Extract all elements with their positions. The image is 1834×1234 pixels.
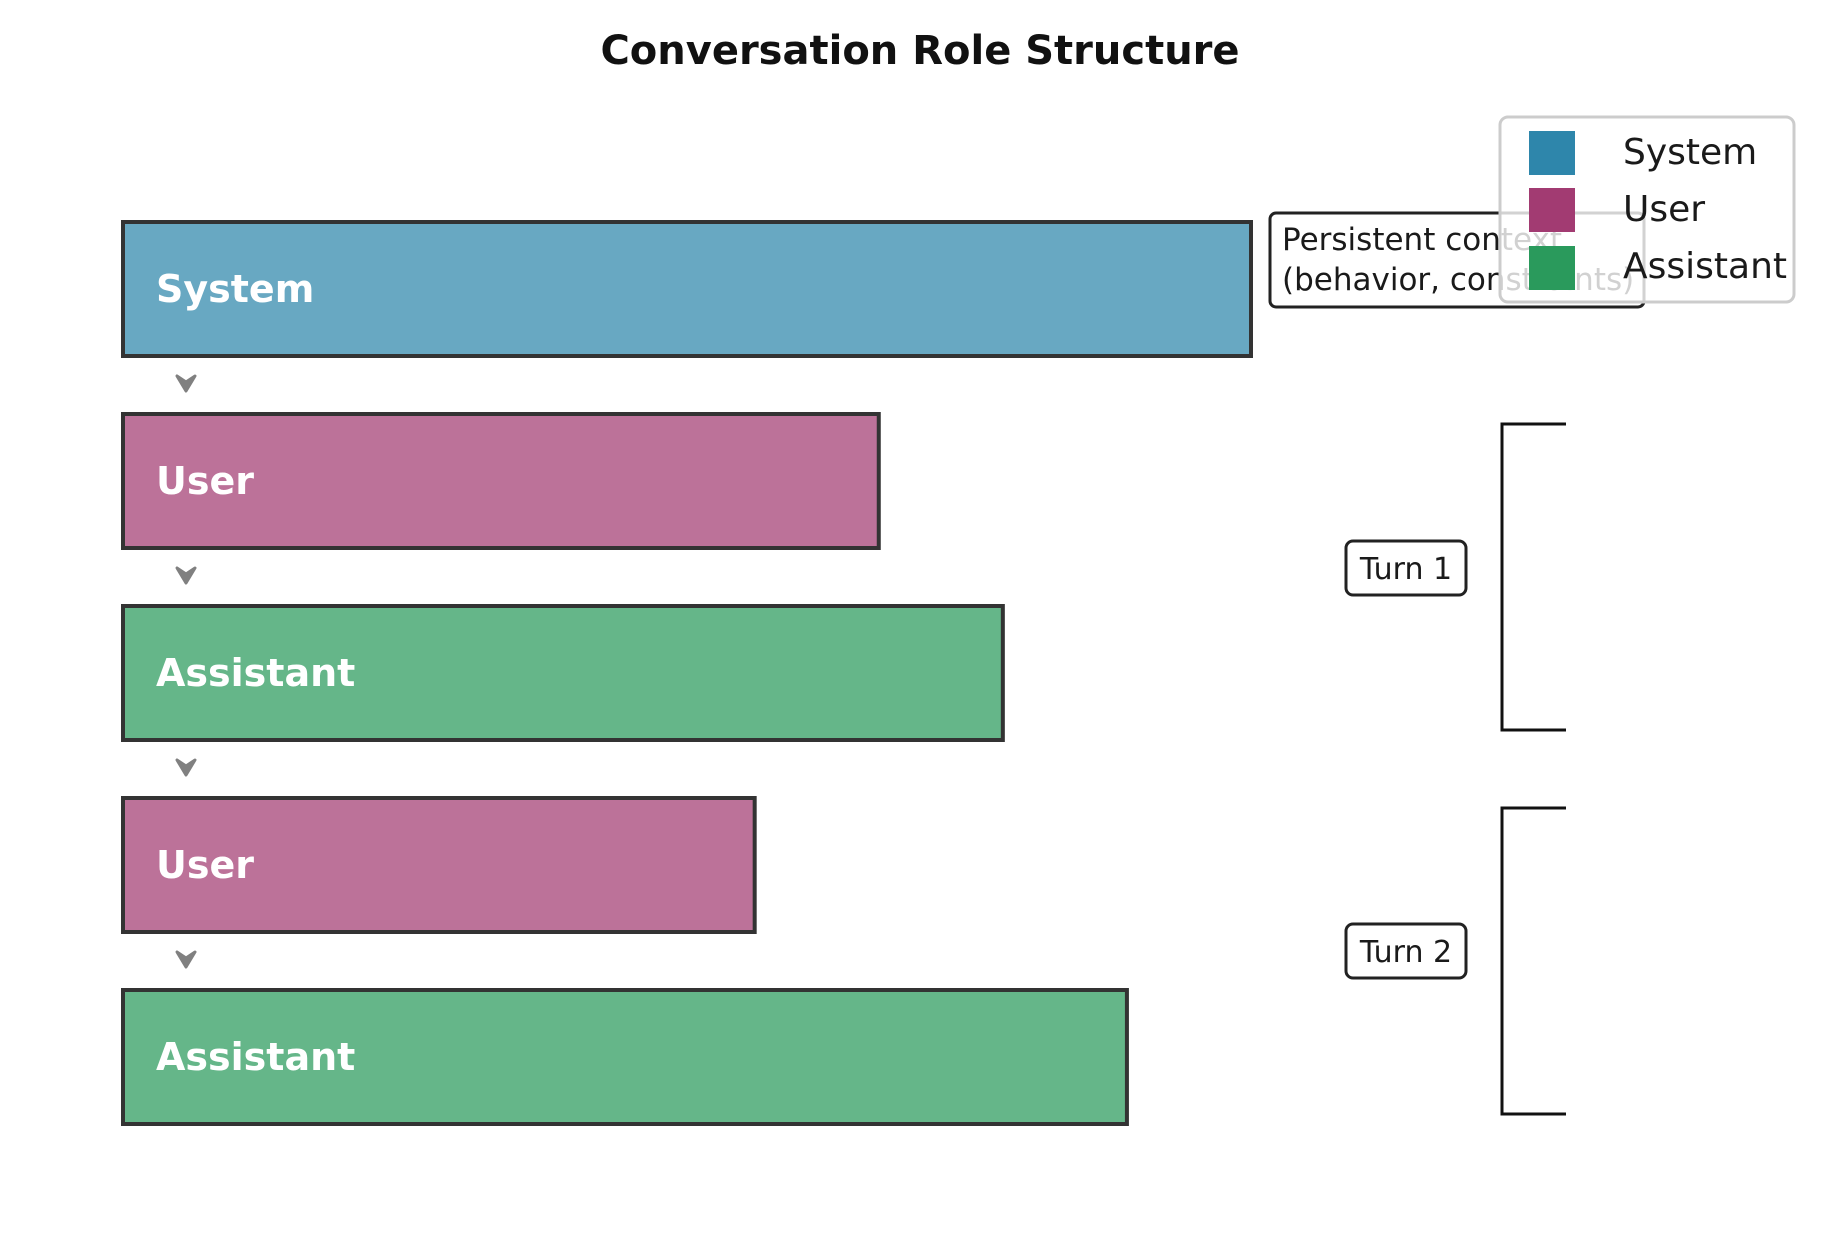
legend: System User Assistant (1498, 115, 1796, 304)
turn-2-label: Turn 2 (1359, 935, 1452, 970)
turn-2-bracket (1500, 806, 1566, 1116)
message-bar-user (121, 796, 757, 934)
turn-1-bracket (1500, 422, 1566, 732)
legend-swatch-user (1529, 188, 1575, 232)
flow-arrow-icon (175, 566, 197, 585)
message-label-user: User (156, 459, 254, 503)
legend-swatch-system (1529, 131, 1575, 175)
message-label-assistant: Assistant (156, 651, 355, 695)
turn-brackets: Turn 1 Turn 2 (1344, 422, 1566, 1116)
message-bar-user (121, 412, 881, 550)
message-bar-assistant (121, 604, 1005, 742)
message-label-user: User (156, 843, 254, 887)
message-bar-assistant (121, 988, 1129, 1126)
flow-arrows (175, 374, 197, 969)
message-bar-system (121, 220, 1253, 358)
legend-label-user: User (1623, 189, 1705, 230)
flow-arrow-icon (175, 374, 197, 393)
legend-label-system: System (1623, 132, 1757, 173)
diagram-title: Conversation Role Structure (600, 28, 1239, 74)
flow-arrow-icon (175, 950, 197, 969)
message-label-assistant: Assistant (156, 1035, 355, 1079)
legend-label-assistant: Assistant (1623, 246, 1787, 287)
turn-2-label-box (1344, 922, 1468, 980)
message-label-system: System (156, 267, 314, 311)
turn-1-label-box (1344, 539, 1468, 597)
flow-arrow-icon (175, 758, 197, 777)
turn-1-label: Turn 1 (1359, 552, 1452, 587)
legend-swatch-assistant (1529, 246, 1575, 290)
